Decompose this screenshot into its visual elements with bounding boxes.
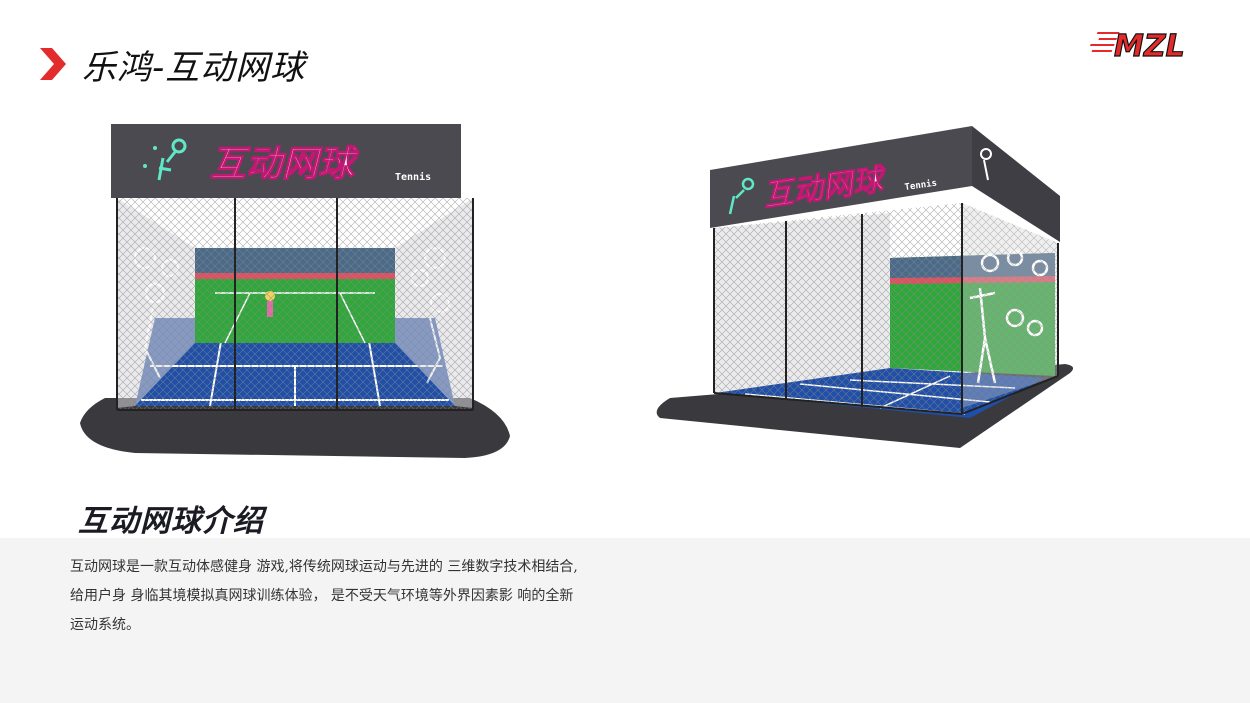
page-title: 乐鸿-互动网球 — [82, 47, 306, 88]
page-header: 乐鸿-互动网球 — [38, 38, 305, 90]
intro-line-2: 给用户身 身临其境模拟真网球训练体验， 是不受天气环境等外界因素影 响的全新 — [70, 588, 574, 604]
booth-right-sign-subtitle: Tennis — [904, 178, 938, 193]
brand-logo-text: MZL — [1114, 29, 1185, 62]
booth-left-sign-subtitle: Tennis — [395, 171, 431, 183]
booth-left-sign-title: 互动网球 — [210, 144, 360, 185]
tennis-booth-front-image: 互动网球 Tennis — [80, 124, 510, 458]
intro-line-3: 运动系统。 — [70, 617, 140, 633]
intro-line-1: 互动网球是一款互动体感健身 游戏,将传统网球运动与先进的 三维数字技术相结合, — [70, 559, 578, 575]
chevron-right-icon — [40, 48, 66, 80]
intro-panel — [0, 538, 1250, 703]
section-heading: 互动网球介绍 — [78, 504, 264, 539]
tennis-booth-angled-image: 互动网球 Tennis — [656, 126, 1074, 448]
intro-text: 互动网球是一款互动体感健身 游戏,将传统网球运动与先进的 三维数字技术相结合, … — [70, 553, 670, 640]
brand-logo: MZL — [1090, 28, 1185, 62]
